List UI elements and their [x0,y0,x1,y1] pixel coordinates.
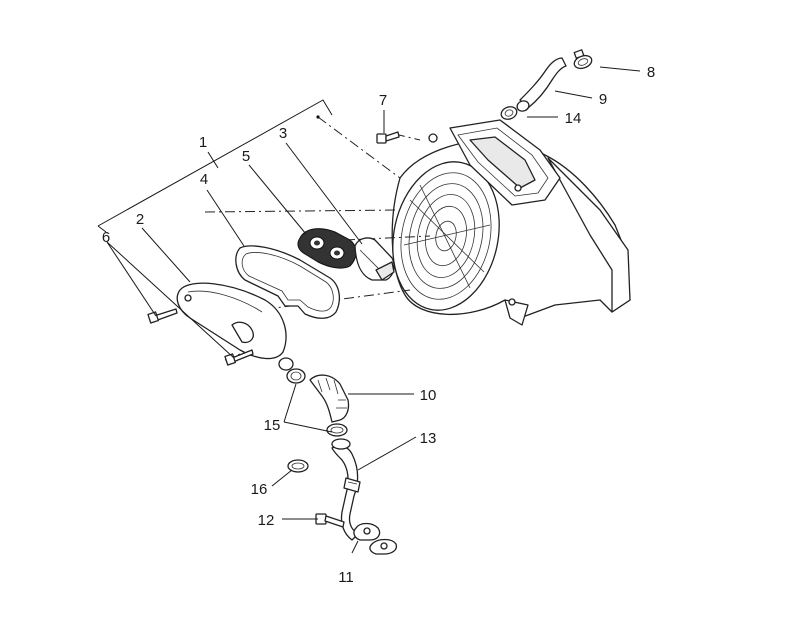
callout-14: 14 [565,110,582,127]
callout-4: 4 [200,171,208,188]
leader-lines [97,66,641,554]
callout-5: 5 [242,148,250,165]
callout-6: 6 [102,229,110,246]
clamp-part-8 [573,49,593,70]
callout-12: 12 [258,512,275,529]
callout-10: 10 [420,387,437,404]
callout-9: 9 [599,91,607,108]
clamp-part-16 [287,459,309,473]
callout-labels: 1 2 3 4 5 6 7 8 9 10 11 12 13 14 15 16 [102,64,655,586]
gasket-part-4 [235,245,341,319]
spacer-part-3 [354,237,395,281]
flange-part-11 [353,522,398,555]
clamp-part-15 [278,357,348,437]
callout-13: 13 [420,430,437,447]
callout-1: 1 [199,134,207,151]
bolt-part-7 [376,131,400,144]
callout-2: 2 [136,211,144,228]
bolt-part-12 [315,513,345,528]
screw-part-6 [147,308,254,366]
callout-11: 11 [338,569,354,586]
callout-3: 3 [279,125,287,142]
filter-element-part-5 [297,228,357,269]
callout-8: 8 [647,64,655,81]
cover-plate-part-2 [176,282,287,360]
callout-7: 7 [379,92,387,109]
callout-15: 15 [264,417,281,434]
callout-16: 16 [251,481,268,498]
fan-housing [391,119,631,326]
clamp-part-14 [500,100,530,120]
hose-part-9 [519,57,567,109]
elbow-hose-part-10 [309,374,350,423]
